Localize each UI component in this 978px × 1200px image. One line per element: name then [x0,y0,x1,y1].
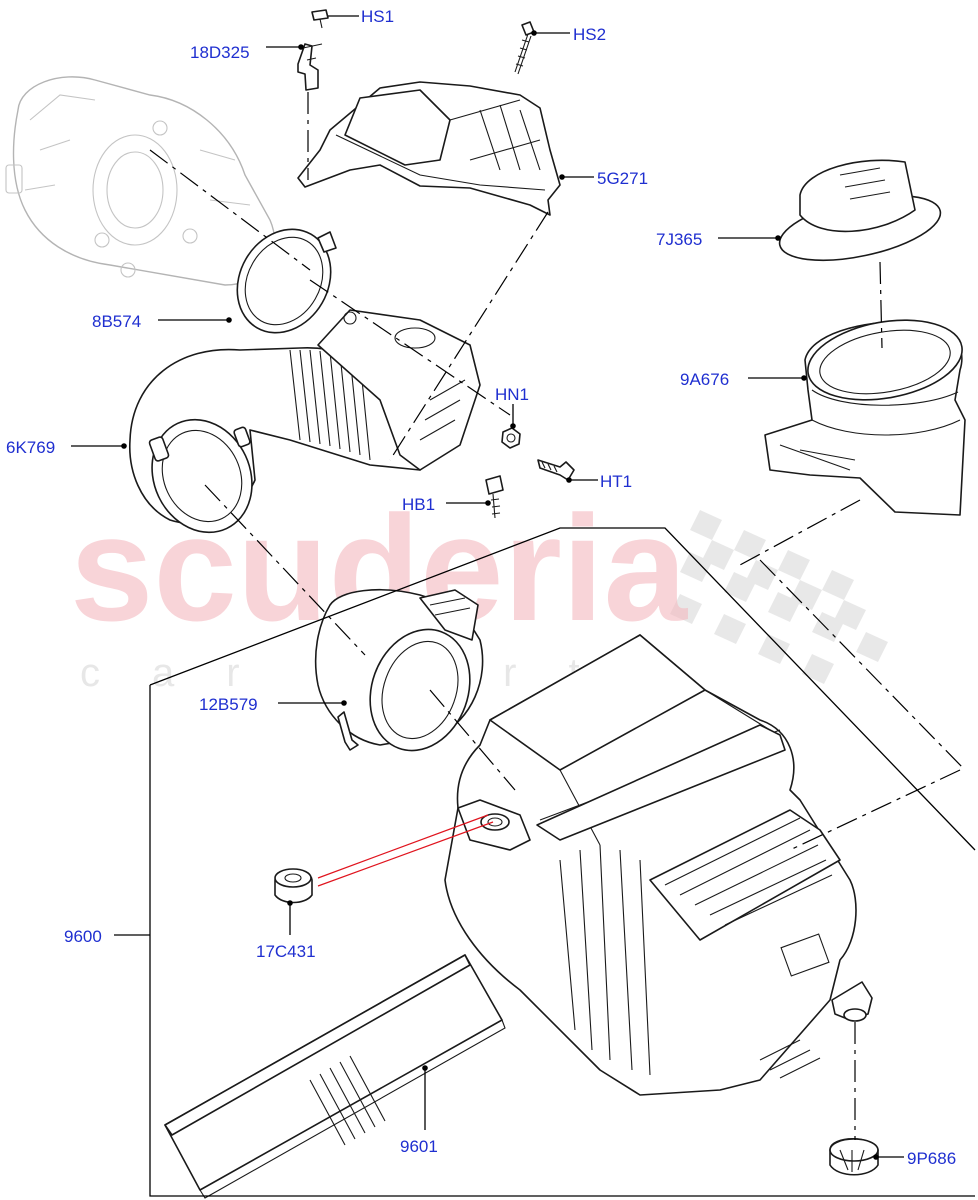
callout-9p686: 9P686 [907,1149,956,1168]
throttle-body-reference [5,76,276,286]
callout-8b574: 8B574 [92,312,141,331]
assembly-kit-frame [149,527,976,1197]
hose-clamp [236,228,337,334]
fasteners [274,9,879,1176]
callout-9a676: 9A676 [680,370,729,389]
air-intake-snorkel [764,319,966,516]
callout-hs2: HS2 [573,25,606,44]
callout-12b579: 12B579 [199,695,258,714]
callout-hs1: HS1 [361,7,394,26]
intake-hose [129,347,436,534]
callout-leaders [71,15,904,1160]
air-filter-box [444,634,873,1096]
callout-labels: HS1 18D325 HS2 5G271 7J365 8B574 9A676 6… [6,7,956,1168]
air-filter-element [164,954,506,1199]
callout-17c431: 17C431 [256,942,316,961]
assembly-center-lines [149,92,966,1140]
callout-hn1: HN1 [495,385,529,404]
callout-hb1: HB1 [402,495,435,514]
callout-6k769: 6K769 [6,438,55,457]
checkered-flag-logo [670,510,888,684]
callout-ht1: HT1 [600,472,632,491]
grommet-location-lines [317,814,494,887]
intake-cap [778,159,942,262]
resonator-duct [317,309,481,471]
engine-cover [297,81,561,216]
callout-7j365: 7J365 [656,230,702,249]
mass-air-flow-housing [314,589,484,752]
callout-18d325: 18D325 [190,43,250,62]
callout-9601: 9601 [400,1137,438,1156]
callout-5g271: 5G271 [597,169,648,188]
callout-9600: 9600 [64,927,102,946]
